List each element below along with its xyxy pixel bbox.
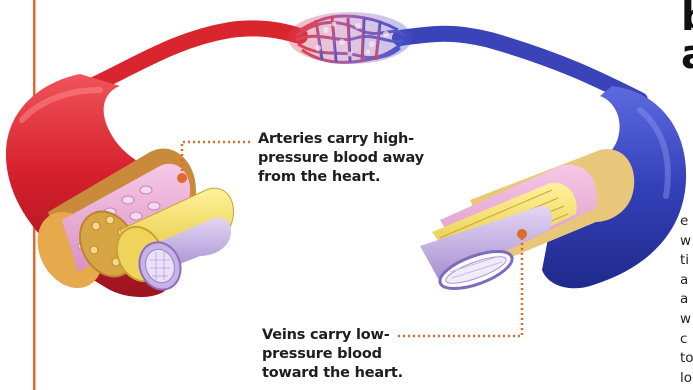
- clipped-body-line-6: w: [680, 310, 693, 330]
- clipped-body-line-2: w: [680, 232, 693, 252]
- vein-callout-dot: [517, 229, 527, 239]
- vein-label-line-1: Veins carry low-: [262, 326, 403, 345]
- clipped-heading: b a: [681, 0, 693, 74]
- clipped-body-line-5: a: [680, 290, 693, 310]
- clipped-body-line-1: e: [680, 212, 693, 232]
- artery-callout-dot: [177, 173, 187, 183]
- artery-label: Arteries carry high- pressure blood away…: [258, 130, 424, 187]
- vein-label: Veins carry low- pressure blood toward t…: [262, 326, 403, 383]
- clipped-body-line-4: a: [680, 271, 693, 291]
- clipped-body-line-3: ti: [680, 251, 693, 271]
- artery-label-line-1: Arteries carry high-: [258, 130, 424, 149]
- capillary-bed: [288, 12, 412, 64]
- clipped-body-line-9: lo: [680, 369, 693, 389]
- clipped-heading-line-2: a: [681, 36, 693, 74]
- clipped-body-text: e w ti a a w c to lo: [680, 212, 693, 388]
- artery-label-line-2: pressure blood away: [258, 149, 424, 168]
- vein-label-line-3: toward the heart.: [262, 364, 403, 383]
- venule: [400, 34, 640, 100]
- clipped-body-line-7: c: [680, 330, 693, 350]
- clipped-body-line-8: to: [680, 349, 693, 369]
- clipped-heading-line-1: b: [681, 0, 693, 36]
- vein-label-line-2: pressure blood: [262, 345, 403, 364]
- artery-label-line-3: from the heart.: [258, 168, 424, 187]
